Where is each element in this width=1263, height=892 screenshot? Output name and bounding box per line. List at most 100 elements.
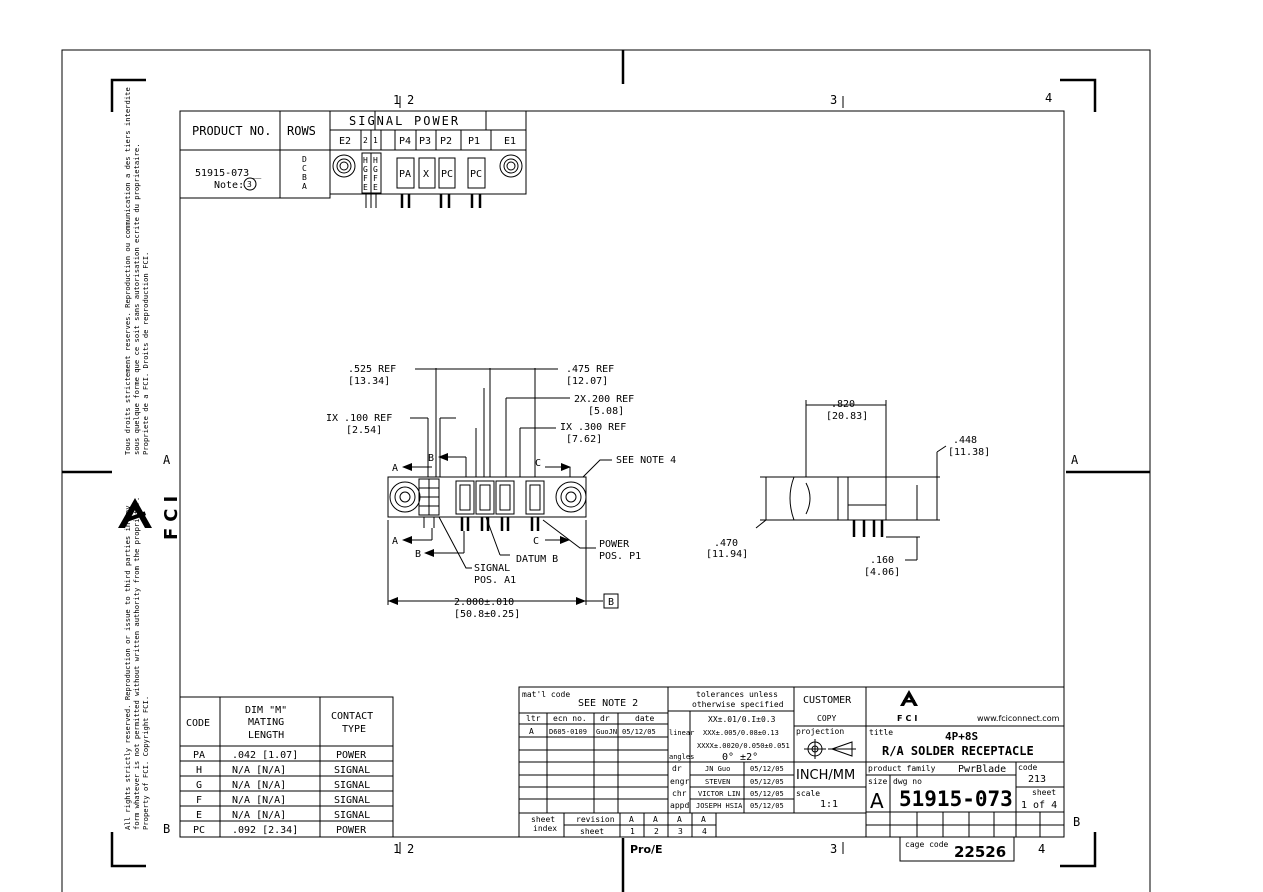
code-cell: POWER (336, 750, 367, 761)
signal-code: E (373, 183, 378, 192)
fci-logo-icon (118, 498, 152, 528)
col-sig-2: 2 (363, 136, 368, 145)
role-name: JOSEPH HSIA (696, 802, 743, 810)
tb-label: revision (576, 815, 615, 824)
code-header: LENGTH (248, 730, 284, 741)
zone-label: B (1073, 815, 1080, 829)
svg-text:form whatever is not permitted: form whatever is not permitted without w… (132, 497, 141, 830)
website: www.fciconnect.com (977, 714, 1060, 723)
section-letter: C (533, 536, 539, 547)
code-value: 213 (1028, 774, 1046, 785)
cage-box (899, 836, 1015, 862)
col-signal: SIGNAL (349, 114, 404, 128)
copy-label: COPY (817, 714, 836, 723)
row-letter: D (302, 155, 307, 164)
legal-notice-english: All rights strictly reserved. Reproducti… (123, 497, 150, 830)
tb-label: dwg no (893, 777, 922, 786)
logo-text: FCI (897, 714, 920, 723)
proe-label: Pro/E (630, 843, 663, 856)
code-cell: SIGNAL (334, 810, 370, 821)
zone-label: 3 (830, 93, 837, 107)
code-cell: .092 [2.34] (232, 825, 298, 836)
svg-text:Property of FCI. Copyright FC: Property of FCI. Copyright FCI. (141, 696, 150, 830)
drawing-number: 51915-073 (899, 787, 1013, 811)
zone-label: B (163, 822, 170, 836)
callout-text: POS. A1 (474, 575, 516, 586)
role-label: appd (670, 801, 689, 810)
dim-text: [50.8±0.25] (454, 609, 520, 620)
code-cell: H (196, 765, 202, 776)
signal-code: F (373, 174, 378, 183)
rev-letter: A (653, 815, 658, 824)
rev-cell: A (529, 727, 534, 736)
zone-label: 2 (407, 842, 414, 856)
rev-letter: A (629, 815, 634, 824)
signal-code: G (363, 165, 368, 174)
dim-text: 2.000±.010 (454, 597, 514, 608)
tolerance-header: tolerances unless (696, 690, 778, 699)
zone-label: 2 (407, 93, 414, 107)
tolerance: XXX±.005/0.08±0.13 (703, 729, 779, 737)
zone-label: 4 (1038, 842, 1045, 856)
col-p1: P1 (468, 136, 480, 147)
section-letter: B (415, 549, 421, 560)
title-line-2: R/A SOLDER RECEPTACLE (882, 744, 1034, 758)
dim-text: IX .100 REF (326, 413, 392, 424)
product-number: 51915-073__ (195, 168, 262, 179)
role-label: dr (672, 764, 682, 773)
tolerance-header: otherwise specified (692, 700, 784, 709)
col-power: POWER (414, 114, 460, 128)
tb-label: index (533, 824, 557, 833)
title-line-1: 4P+8S (945, 730, 978, 743)
row-letter: B (302, 173, 307, 182)
units: INCH/MM (796, 768, 855, 783)
corner-mark (110, 78, 146, 112)
front-view (387, 368, 612, 605)
dim-text: 2X.200 REF (574, 394, 634, 405)
section-letter: A (392, 536, 398, 547)
zone-label: A (1071, 453, 1079, 467)
cage-code: 22526 (954, 843, 1006, 861)
col-p3: P3 (419, 136, 431, 147)
zone-label: 1 (393, 842, 400, 856)
fci-logo-icon (900, 690, 918, 706)
code-cell: SIGNAL (334, 765, 370, 776)
section-letter: B (428, 453, 434, 464)
tolerance: XX±.01/0.I±0.3 (708, 715, 776, 724)
tb-label: size (868, 777, 887, 786)
col-e1: E1 (504, 136, 516, 147)
power-code: PC (441, 169, 453, 180)
power-code: PA (399, 169, 411, 180)
col-e2: E2 (339, 136, 351, 147)
note-ref: 3 (247, 180, 252, 189)
power-code: PC (470, 169, 482, 180)
signal-code: H (373, 156, 378, 165)
col-p2: P2 (440, 136, 452, 147)
col-p4: P4 (399, 136, 411, 147)
role-date: 05/12/05 (750, 765, 784, 773)
zone-label: 3 (830, 842, 837, 856)
sheet-num: 1 (630, 827, 635, 836)
sheet-num: 4 (702, 827, 707, 836)
dim-text: .525 REF (348, 364, 396, 375)
sheet-of: 1 of 4 (1021, 800, 1057, 811)
rev-cell: 05/12/05 (622, 728, 656, 736)
connector-top-view (329, 149, 527, 208)
rev-cell: D605-0109 (549, 728, 587, 736)
product-note: Note: (214, 180, 244, 191)
dim-text: [12.07] (566, 376, 608, 387)
row-letter: C (302, 164, 307, 173)
rev-header: ltr (526, 714, 541, 723)
dim-text: .475 REF (566, 364, 614, 375)
tb-label: sheet (531, 815, 555, 824)
role-date: 05/12/05 (750, 778, 784, 786)
dim-text: [5.08] (588, 406, 624, 417)
tb-label: product family (868, 764, 936, 773)
code-header: TYPE (342, 724, 366, 735)
tolerance: 0° ±2° (722, 752, 758, 763)
code-cell: N/A [N/A] (232, 765, 286, 776)
third-angle-projection-icon (804, 739, 856, 759)
dim-text: [20.83] (826, 411, 868, 422)
signal-code: G (373, 165, 378, 174)
